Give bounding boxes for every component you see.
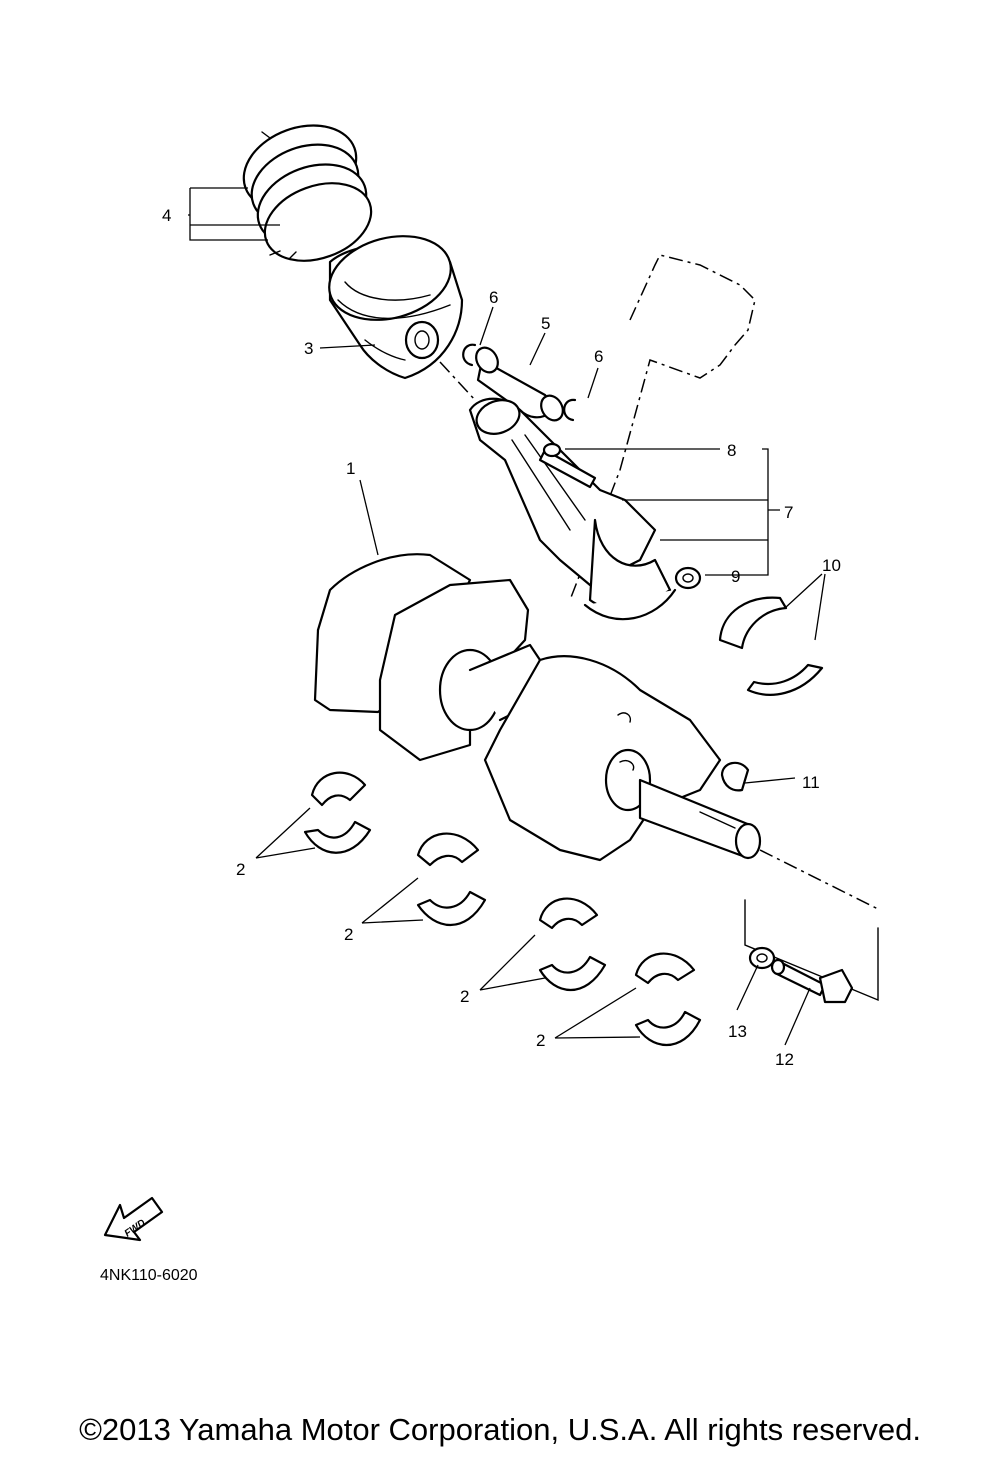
callout-2-b: 2 [344, 925, 353, 944]
piston-rings [242, 124, 373, 262]
woodruff-key [720, 761, 750, 792]
main-bearings [303, 771, 702, 1046]
callout-8: 8 [727, 441, 736, 460]
callout-4: 4 [162, 206, 171, 225]
callout-labels: 4 3 6 5 6 8 7 9 1 10 11 2 2 2 2 13 12 [162, 206, 841, 1069]
callout-3: 3 [304, 339, 313, 358]
callout-10: 10 [822, 556, 841, 575]
washer [748, 946, 776, 970]
crankshaft [313, 553, 762, 862]
crankcase-phantom [569, 254, 756, 601]
callout-2-c: 2 [460, 987, 469, 1006]
piston-pin-circlips [462, 343, 577, 422]
diagram-code: 4NK110-6020 [100, 1267, 198, 1284]
callout-2-d: 2 [536, 1031, 545, 1050]
copyright-notice: ©2013 Yamaha Motor Corporation, U.S.A. A… [79, 1412, 921, 1447]
crank-bolt [770, 958, 854, 1004]
rod-bolt [538, 442, 597, 489]
fwd-arrow-icon: FWD [103, 1196, 164, 1242]
callout-1: 1 [346, 459, 355, 478]
connecting-rod [468, 397, 677, 621]
callout-2-a: 2 [236, 860, 245, 879]
callout-7: 7 [784, 503, 793, 522]
callout-6-left: 6 [489, 288, 498, 307]
bolt-bracket [744, 899, 879, 1002]
callout-12: 12 [775, 1050, 794, 1069]
piston-pin [475, 346, 564, 422]
leader-lines [188, 187, 826, 1046]
rod-nut [674, 566, 702, 590]
callout-9: 9 [731, 567, 740, 586]
callout-13: 13 [728, 1022, 747, 1041]
big-end-bearings [718, 596, 824, 696]
callout-5: 5 [541, 314, 550, 333]
callout-6-right: 6 [594, 347, 603, 366]
piston [328, 235, 464, 380]
callout-11: 11 [802, 773, 820, 792]
